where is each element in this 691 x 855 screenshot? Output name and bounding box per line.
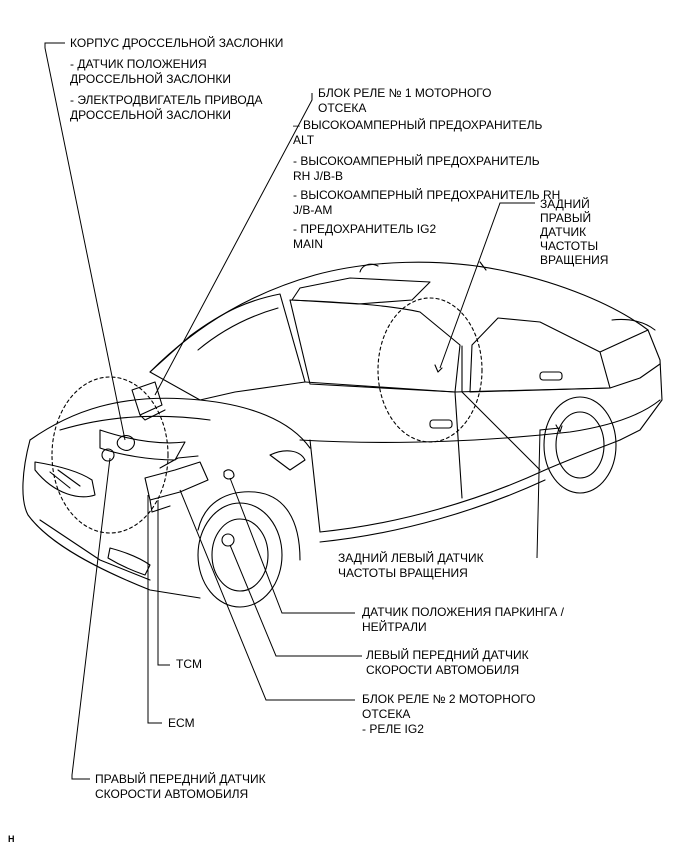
label-front-right-speed-2: СКОРОСТИ АВТОМОБИЛЯ bbox=[95, 787, 249, 801]
body-side-upper bbox=[304, 363, 661, 393]
label-front-left-speed-2: СКОРОСТИ АВТОМОБИЛЯ bbox=[366, 663, 520, 677]
label-throttle-body-item2a: - ЭЛЕКТРОДВИГАТЕЛЬ ПРИВОДА bbox=[70, 93, 263, 107]
windshield bbox=[149, 293, 306, 401]
label-relay-block-1-item2b: RH J/B-B bbox=[293, 169, 344, 183]
label-relay-block-2-3: - РЕЛЕ IG2 bbox=[362, 722, 424, 736]
label-rear-left-speed-2: ЧАСТОТЫ ВРАЩЕНИЯ bbox=[338, 566, 468, 580]
throttle-body-part bbox=[116, 434, 135, 451]
label-ecm: ECM bbox=[168, 716, 195, 730]
leader-relay-block-1 bbox=[154, 93, 313, 396]
fog-light bbox=[107, 547, 151, 576]
label-relay-block-1-item3b: J/B-AM bbox=[293, 203, 333, 217]
door-handle-rear bbox=[539, 371, 563, 381]
label-park-neutral-1: ДАТЧИК ПОЛОЖЕНИЯ ПАРКИНГА / bbox=[362, 605, 564, 619]
front-door bbox=[309, 391, 463, 533]
rear-left-sensor-part bbox=[555, 424, 563, 433]
label-relay-block-1-item4a: - ПРЕДОХРАНИТЕЛЬ IG2 bbox=[293, 222, 437, 236]
label-front-right-speed-1: ПРАВЫЙ ПЕРЕДНИЙ ДАТЧИК bbox=[95, 772, 266, 786]
label-relay-block-1-items: – ВЫСОКОАМПЕРНЫЙ ПРЕДОХРАНИТЕЛЬ ALT - ВЫ… bbox=[293, 118, 560, 252]
label-rear-right-speed-5: ВРАЩЕНИЯ bbox=[540, 253, 609, 267]
rocker-panel bbox=[319, 439, 621, 533]
leader-relay-block-2 bbox=[179, 489, 355, 701]
label-rear-left-speed: ЗАДНИЙ ЛЕВЫЙ ДАТЧИК ЧАСТОТЫ ВРАЩЕНИЯ bbox=[338, 551, 484, 581]
label-front-left-speed: ЛЕВЫЙ ПЕРЕДНИЙ ДАТЧИК СКОРОСТИ АВТОМОБИЛ… bbox=[366, 648, 529, 678]
car-roof-outline bbox=[149, 261, 649, 373]
label-relay-block-1-item1a: – ВЫСОКОАМПЕРНЫЙ ПРЕДОХРАНИТЕЛЬ bbox=[293, 118, 543, 132]
label-relay-block-1-item4b: MAIN bbox=[293, 237, 323, 251]
rear-right-sensor-part bbox=[434, 364, 443, 373]
leader-front-left-speed bbox=[229, 544, 362, 657]
front-right-sensor-part bbox=[101, 448, 115, 462]
label-throttle-body-item2b: ДРОССЕЛЬНОЙ ЗАСЛОНКИ bbox=[70, 108, 231, 122]
label-rear-left-speed-1: ЗАДНИЙ ЛЕВЫЙ ДАТЧИК bbox=[338, 551, 484, 565]
front-left-wheel-hidden bbox=[51, 376, 169, 534]
headlight bbox=[99, 429, 186, 461]
relay-block-1-part bbox=[131, 381, 163, 416]
rear-end bbox=[599, 329, 663, 441]
corner-mark: H bbox=[8, 834, 15, 844]
label-rear-right-speed: ЗАДНИЙ ПРАВЫЙ ДАТЧИК ЧАСТОТЫ ВРАЩЕНИЯ bbox=[540, 197, 608, 267]
hood bbox=[29, 397, 311, 449]
label-park-neutral-2: НЕЙТРАЛИ bbox=[362, 620, 427, 634]
rear-left-wheel-hidden bbox=[377, 297, 483, 443]
leader-front-right-speed bbox=[71, 457, 111, 780]
sunroof bbox=[291, 277, 431, 305]
label-relay-block-1-item2a: - ВЫСОКОАМПЕРНЫЙ ПРЕДОХРАНИТЕЛЬ bbox=[293, 154, 540, 168]
label-relay-block-2-2: ОТСЕКА bbox=[362, 707, 411, 721]
label-relay-block-1-title2: ОТСЕКА bbox=[318, 101, 367, 115]
leader-tcm bbox=[157, 500, 170, 666]
park-neutral-part bbox=[223, 469, 235, 480]
leader-rear-left-speed bbox=[536, 427, 561, 559]
rear-wheel bbox=[543, 396, 617, 494]
label-front-left-speed-1: ЛЕВЫЙ ПЕРЕДНИЙ ДАТЧИК bbox=[366, 648, 529, 662]
label-rear-right-speed-1: ЗАДНИЙ bbox=[540, 197, 590, 211]
label-relay-block-1-item3a: - ВЫСОКОАМПЕРНЫЙ ПРЕДОХРАНИТЕЛЬ RH bbox=[293, 188, 561, 202]
leader-ecm bbox=[147, 495, 162, 724]
label-park-neutral: ДАТЧИК ПОЛОЖЕНИЯ ПАРКИНГА / НЕЙТРАЛИ bbox=[362, 605, 564, 635]
label-front-right-speed: ПРАВЫЙ ПЕРЕДНИЙ ДАТЧИК СКОРОСТИ АВТОМОБИ… bbox=[95, 772, 266, 802]
side-window-front bbox=[289, 299, 461, 393]
ecm-part bbox=[144, 461, 209, 501]
label-tcm: TCM bbox=[176, 657, 202, 671]
label-relay-block-1: БЛОК РЕЛЕ № 1 МОТОРНОГО ОТСЕКА bbox=[318, 86, 491, 116]
label-relay-block-2-1: БЛОК РЕЛЕ № 2 МОТОРНОГО bbox=[362, 692, 536, 706]
label-rear-right-speed-4: ЧАСТОТЫ bbox=[540, 239, 599, 253]
label-relay-block-2: БЛОК РЕЛЕ № 2 МОТОРНОГО ОТСЕКА - РЕЛЕ IG… bbox=[362, 692, 535, 737]
door-handle-front bbox=[429, 419, 453, 429]
label-throttle-body: КОРПУС ДРОССЕЛЬНОЙ ЗАСЛОНКИ - ДАТЧИК ПОЛ… bbox=[70, 36, 283, 123]
label-relay-block-1-title1: БЛОК РЕЛЕ № 1 МОТОРНОГО bbox=[318, 86, 492, 100]
front-left-sensor-part bbox=[221, 533, 235, 547]
grille bbox=[34, 461, 96, 498]
label-throttle-body-item1a: - ДАТЧИК ПОЛОЖЕНИЯ bbox=[70, 57, 207, 71]
side-mirror bbox=[269, 450, 306, 471]
label-relay-block-1-item1b: ALT bbox=[293, 133, 315, 147]
rear-door bbox=[461, 391, 541, 471]
label-throttle-body-item1b: ДРОССЕЛЬНОЙ ЗАСЛОНКИ bbox=[70, 72, 231, 86]
leader-lines bbox=[44, 42, 561, 780]
side-window-rear bbox=[469, 317, 611, 393]
leader-rear-right-speed bbox=[439, 202, 535, 369]
label-rear-right-speed-2: ПРАВЫЙ bbox=[540, 211, 592, 225]
front-fascia bbox=[22, 439, 201, 599]
label-rear-right-speed-3: ДАТЧИК bbox=[540, 225, 587, 239]
leader-throttle-body bbox=[44, 42, 126, 441]
body-belt-line bbox=[299, 399, 661, 443]
label-throttle-body-title: КОРПУС ДРОССЕЛЬНОЙ ЗАСЛОНКИ bbox=[70, 36, 284, 50]
leader-park-neutral bbox=[229, 477, 355, 614]
